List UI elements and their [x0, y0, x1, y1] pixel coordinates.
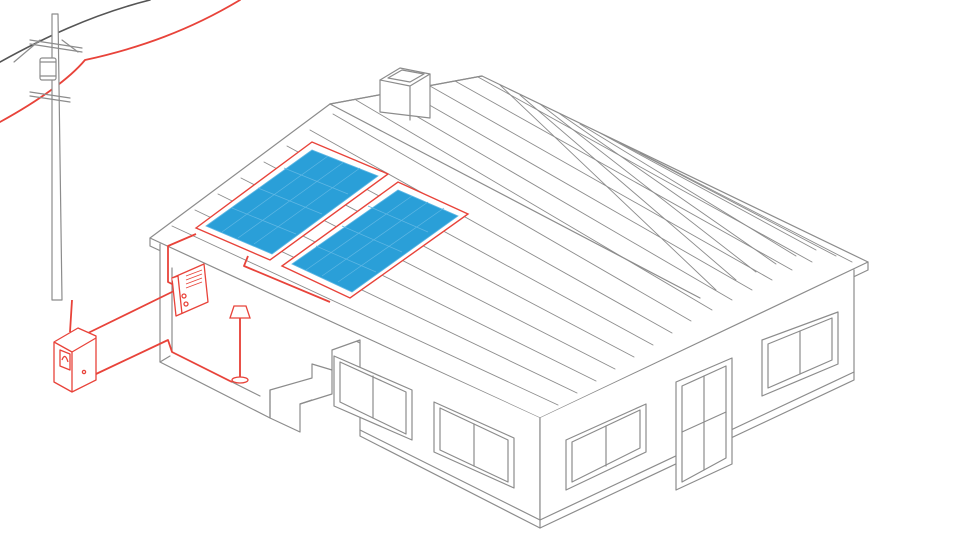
door-side: [676, 358, 732, 490]
overhead-power-lines: [0, 0, 240, 122]
chimney-icon: [380, 68, 430, 120]
transformer-icon: [40, 58, 56, 80]
utility-pole-icon: [14, 14, 82, 300]
electric-meter-icon: [54, 328, 96, 392]
